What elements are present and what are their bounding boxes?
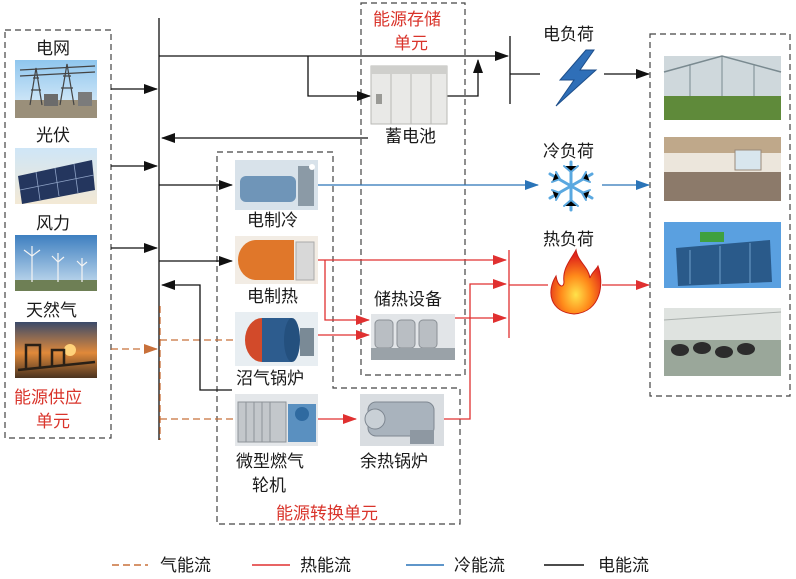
source-label-gas: 天然气 <box>26 301 77 321</box>
snowflake-icon <box>548 160 594 212</box>
waste-heat-boiler-label: 余热锅炉 <box>360 452 428 472</box>
storage-unit-title-line2: 单元 <box>394 34 428 54</box>
waste-heat-boiler-to-heat-load-flow <box>444 279 507 420</box>
legend-gas-label: 气能流 <box>160 556 211 576</box>
power-grid-substation-image <box>15 60 97 118</box>
supply-unit-title-line2: 单元 <box>36 412 70 432</box>
legend-cold-label: 冷能流 <box>454 556 505 576</box>
legend-heat-label: 热能流 <box>300 556 351 576</box>
legend-electric-label: 电能流 <box>598 556 649 576</box>
waste-heat-boiler-image <box>360 394 444 446</box>
flame-icon <box>550 248 602 315</box>
wind-turbine-image <box>15 235 97 291</box>
heater-to-heat-storage-flow <box>324 260 370 325</box>
turbine-to-bus-flow <box>161 280 232 391</box>
electric-heater-image <box>235 236 318 284</box>
cattle-barn-image <box>663 308 782 376</box>
micro-turbine-label-line1: 微型燃气 <box>236 452 304 472</box>
kitchen-image <box>664 137 781 201</box>
greenhouse-image <box>663 55 782 120</box>
conversion-unit-box <box>216 151 461 525</box>
electric-heater-label: 电制热 <box>247 287 298 307</box>
legend: 气能流 热能流 冷能流 电能流 <box>112 556 649 576</box>
biogas-boiler-image <box>235 312 318 366</box>
gas-pipeline-sunset-image <box>15 322 97 378</box>
biogas-boiler-label: 沼气锅炉 <box>236 369 304 389</box>
micro-turbine-label-line2: 轮机 <box>252 476 286 496</box>
supply-unit-box <box>4 29 112 439</box>
source-label-grid: 电网 <box>36 39 70 59</box>
supply-unit-title-line1: 能源供应 <box>14 388 82 408</box>
storage-unit-box <box>360 2 466 376</box>
micro-turbine-image <box>235 394 318 446</box>
electric-load-label: 电负荷 <box>543 25 594 45</box>
electric-chiller-label: 电制冷 <box>247 211 298 231</box>
battery-image <box>370 65 448 125</box>
heat-storage-label: 储热设备 <box>374 290 442 310</box>
heat-load-label: 热负荷 <box>543 230 594 250</box>
lightning-bolt-icon <box>555 49 598 107</box>
building-image <box>664 222 781 288</box>
storage-unit-title-line1: 能源存储 <box>373 10 441 30</box>
battery-label: 蓄电池 <box>385 127 436 147</box>
solar-panel-image <box>15 148 97 204</box>
source-label-pv: 光伏 <box>36 126 70 146</box>
conversion-unit-title: 能源转换单元 <box>276 504 378 524</box>
consumer-box <box>649 33 791 397</box>
bus-to-battery-flow <box>307 56 371 101</box>
battery-to-electric-load-flow <box>447 59 483 97</box>
heat-storage-image <box>371 314 455 360</box>
source-label-wind: 风力 <box>36 214 70 234</box>
electric-chiller-image <box>235 160 318 210</box>
cold-load-label: 冷负荷 <box>543 142 594 162</box>
